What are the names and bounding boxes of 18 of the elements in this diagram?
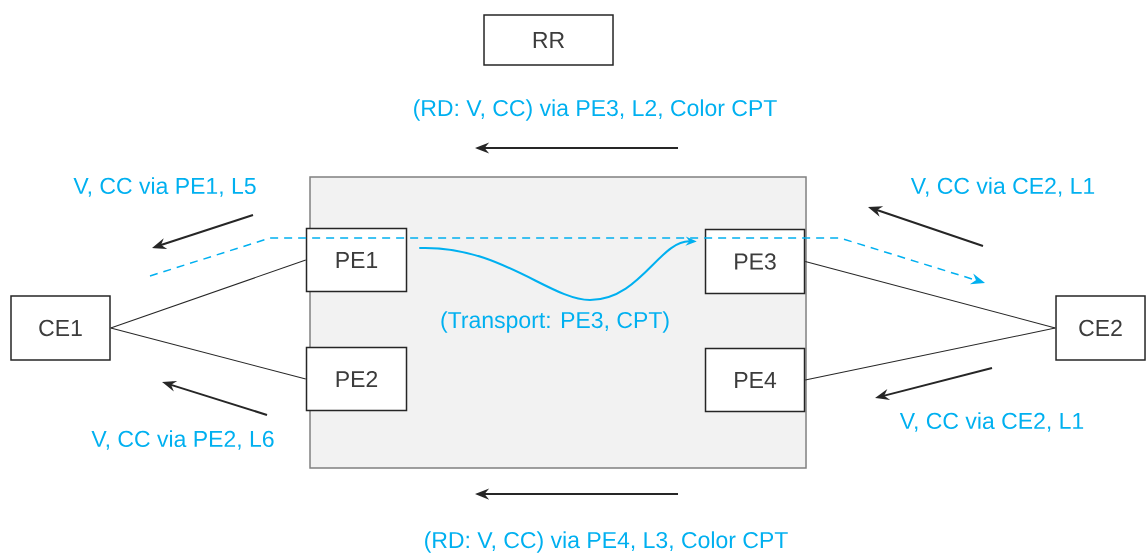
- edge-label: (Transport: PE3, CPT): [441, 311, 669, 333]
- route-label: V, CC via CE2, L1: [910, 177, 1095, 197]
- route-label: (RD: V, CC) via PE3, L2, Color CPT: [414, 99, 777, 121]
- router-box: CE1: [10, 295, 111, 361]
- route-label: (RD: V, CC) via PE4, L3, Color CPT: [425, 531, 788, 553]
- link-line: [110, 259, 307, 329]
- link-line: [804, 327, 1056, 381]
- router-box: PE2: [305, 346, 408, 412]
- link-line: [804, 261, 1056, 329]
- link-line: [110, 327, 307, 380]
- router-box: PE3: [704, 228, 806, 295]
- router-box: CE2: [1055, 295, 1146, 361]
- route-label: V, CC via CE2, L1: [899, 412, 1084, 432]
- route-label: V, CC via PE1, L5: [73, 177, 256, 197]
- router-box: PE1: [305, 227, 408, 293]
- route-label: V, CC via PE2, L6: [91, 430, 274, 450]
- router-box: PE4: [704, 347, 806, 413]
- router-box: RR: [483, 14, 614, 66]
